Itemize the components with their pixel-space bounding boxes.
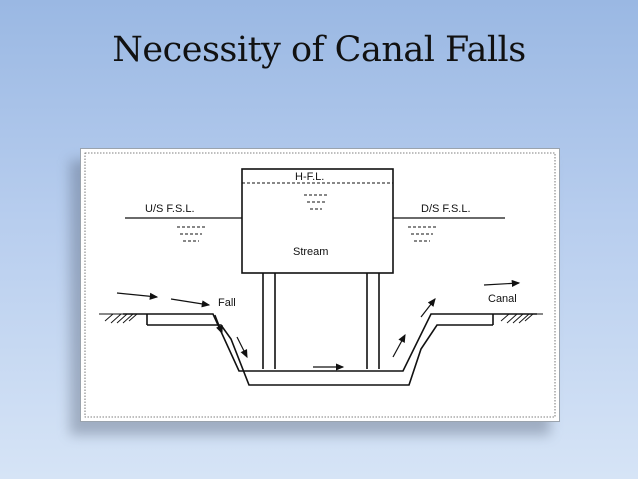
flow-arrows xyxy=(116,279,521,371)
fall-label: Fall xyxy=(218,297,236,309)
us-fsl-label: U/S F.S.L. xyxy=(145,203,195,215)
hfl-water-marks xyxy=(304,194,328,210)
flow-arrow-7 xyxy=(420,298,436,318)
stream-box xyxy=(241,168,394,274)
canal-bed xyxy=(123,313,537,386)
ds-water-marks xyxy=(408,226,436,242)
ground-hatch-left xyxy=(99,313,143,324)
left-pier xyxy=(262,273,276,369)
stream-label: Stream xyxy=(293,246,328,258)
flow-arrow-2 xyxy=(170,298,211,308)
ds-fsl-label: D/S F.S.L. xyxy=(421,203,471,215)
right-pier xyxy=(366,273,380,369)
slide-title: Necessity of Canal Falls xyxy=(112,30,526,70)
flow-arrow-4 xyxy=(236,336,248,359)
dotted-frame xyxy=(84,152,556,418)
diagram-svg: H-F.L. U/S F.S.L. D/S F.S.L. Stream Fall… xyxy=(84,152,556,418)
hfl-label: H-F.L. xyxy=(295,171,324,183)
flow-arrow-1 xyxy=(116,292,159,300)
canal-label: Canal xyxy=(488,293,517,305)
us-water-marks xyxy=(177,226,205,242)
canal-fall-diagram: H-F.L. U/S F.S.L. D/S F.S.L. Stream Fall… xyxy=(80,148,560,422)
ground-hatch-right xyxy=(495,313,543,324)
flow-arrow-8 xyxy=(483,279,521,288)
flow-arrow-3 xyxy=(214,314,223,335)
flow-arrow-6 xyxy=(392,333,406,358)
